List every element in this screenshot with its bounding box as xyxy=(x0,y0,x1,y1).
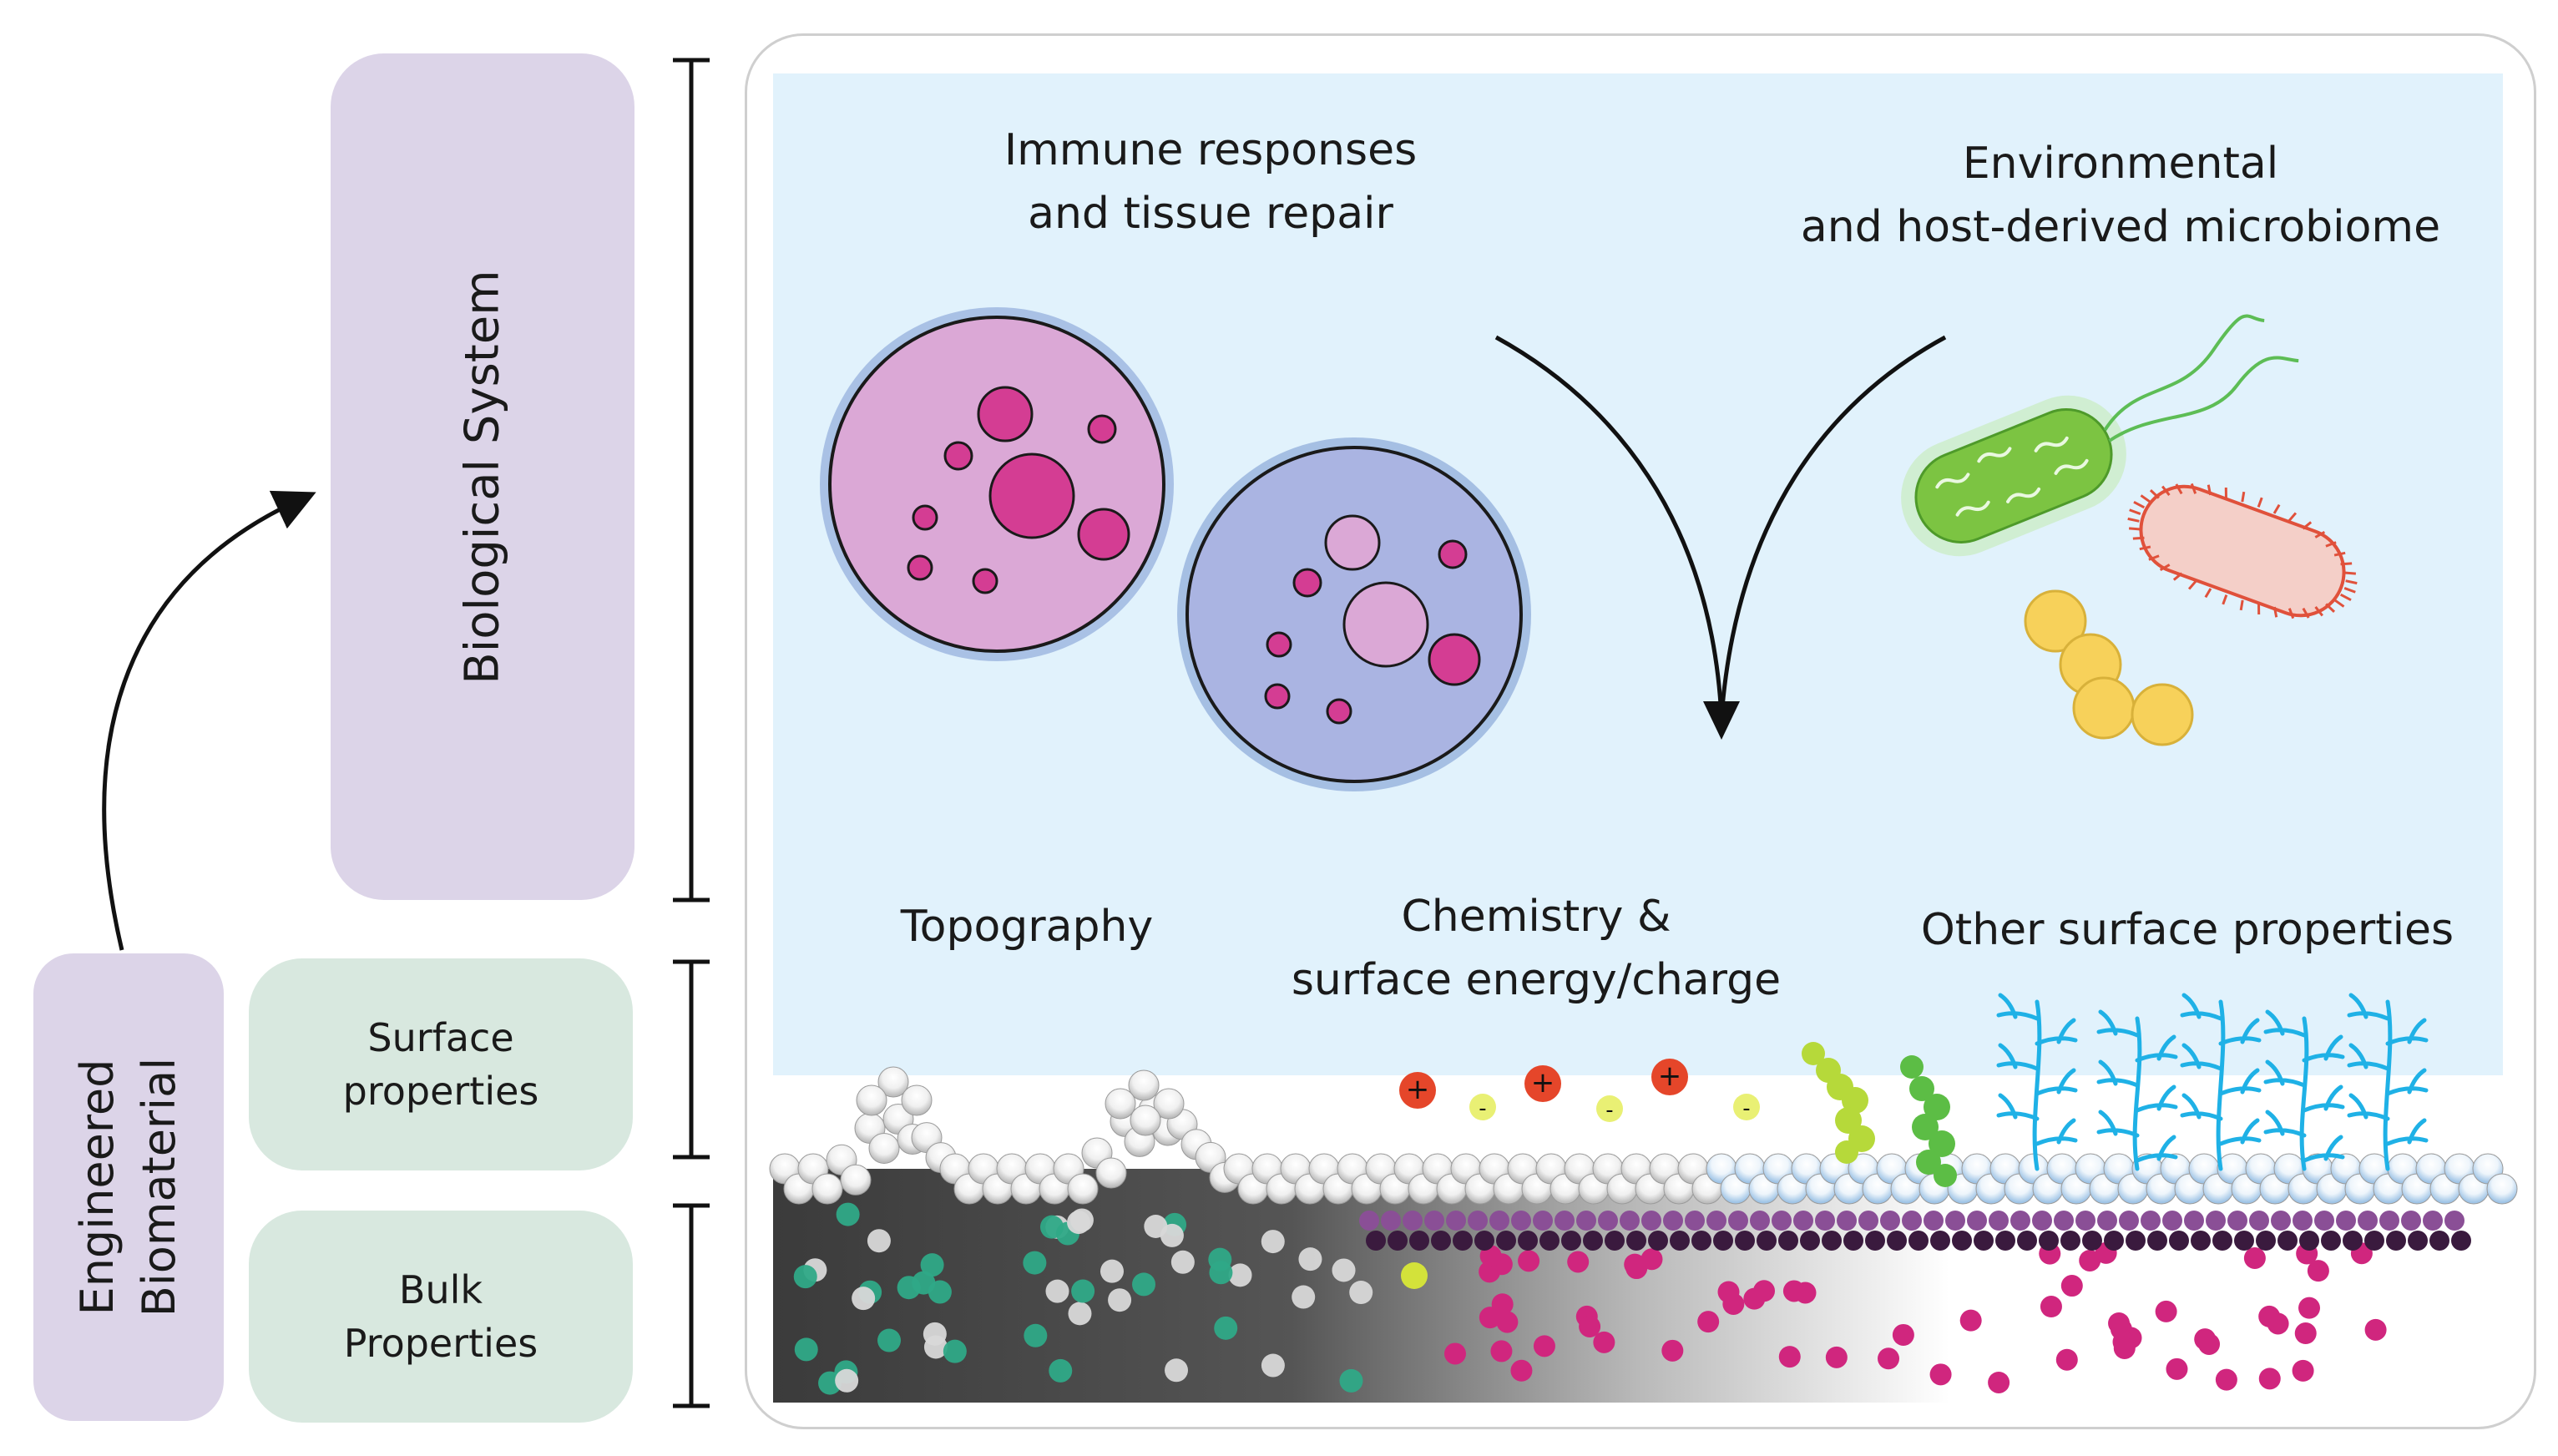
converging-arrow xyxy=(1494,335,1947,740)
bracket-surface xyxy=(673,959,710,1160)
negative-charge: - xyxy=(1605,1098,1613,1123)
positive-charge: + xyxy=(1406,1073,1430,1106)
microbiome-label: Environmental and host-derived microbiom… xyxy=(1778,132,2463,259)
surface-label-line1: Surface xyxy=(367,1015,514,1060)
surface-charges: + + + - - - xyxy=(1399,1059,1760,1123)
topography-label: Topography xyxy=(868,895,1185,958)
progression-arrow xyxy=(102,490,316,951)
chemistry-label: Chemistry & surface energy/charge xyxy=(1277,885,1795,1012)
bulk-properties-label: Bulk Properties xyxy=(344,1263,538,1370)
bulk-label-line2: Properties xyxy=(343,1321,538,1366)
other-properties-label: Other surface properties xyxy=(1887,898,2488,962)
other-properties-text: Other surface properties xyxy=(1920,905,2454,955)
positive-charge: + xyxy=(1531,1066,1555,1100)
bulk-properties-box: Bulk Properties xyxy=(249,1211,633,1423)
surface-molecules xyxy=(1359,1211,2471,1251)
immune-label-line1: Immune responses xyxy=(1003,125,1418,175)
negative-charge: - xyxy=(1479,1096,1486,1121)
immune-label-line2: and tissue repair xyxy=(1028,189,1393,239)
biological-system-box: Biological System xyxy=(331,53,634,900)
green-rod-bacterium xyxy=(1901,314,2299,557)
topography-text: Topography xyxy=(900,902,1154,952)
bulk-label-line1: Bulk xyxy=(398,1267,483,1312)
bracket-biological xyxy=(673,58,710,902)
surface-label-line2: properties xyxy=(342,1069,539,1114)
yellow-cocci-chain xyxy=(2024,589,2194,746)
chemistry-label-line1: Chemistry & xyxy=(1401,892,1671,942)
microbiome-label-line1: Environmental xyxy=(1962,139,2279,189)
negative-charge: - xyxy=(1742,1096,1750,1121)
pink-rod-bacterium xyxy=(2127,483,2358,619)
surface-properties-box: Surface properties xyxy=(249,958,633,1170)
bulk-particles xyxy=(793,1202,2387,1395)
blue-immune-cell xyxy=(1177,437,1531,791)
pink-immune-cell xyxy=(820,307,1174,661)
bracket-bulk xyxy=(673,1203,710,1408)
engineered-biomaterial-box: Engineered Biomaterial xyxy=(33,953,224,1421)
chemistry-label-line2: surface energy/charge xyxy=(1291,955,1782,1005)
immune-label: Immune responses and tissue repair xyxy=(960,119,1461,245)
positive-charge: + xyxy=(1658,1059,1682,1093)
microbiome-label-line2: and host-derived microbiome xyxy=(1800,202,2441,252)
adsorbed-protein-chains xyxy=(1802,1042,1957,1187)
polymer-brushes xyxy=(1996,993,2429,1171)
surface-properties-label: Surface properties xyxy=(343,1011,539,1118)
